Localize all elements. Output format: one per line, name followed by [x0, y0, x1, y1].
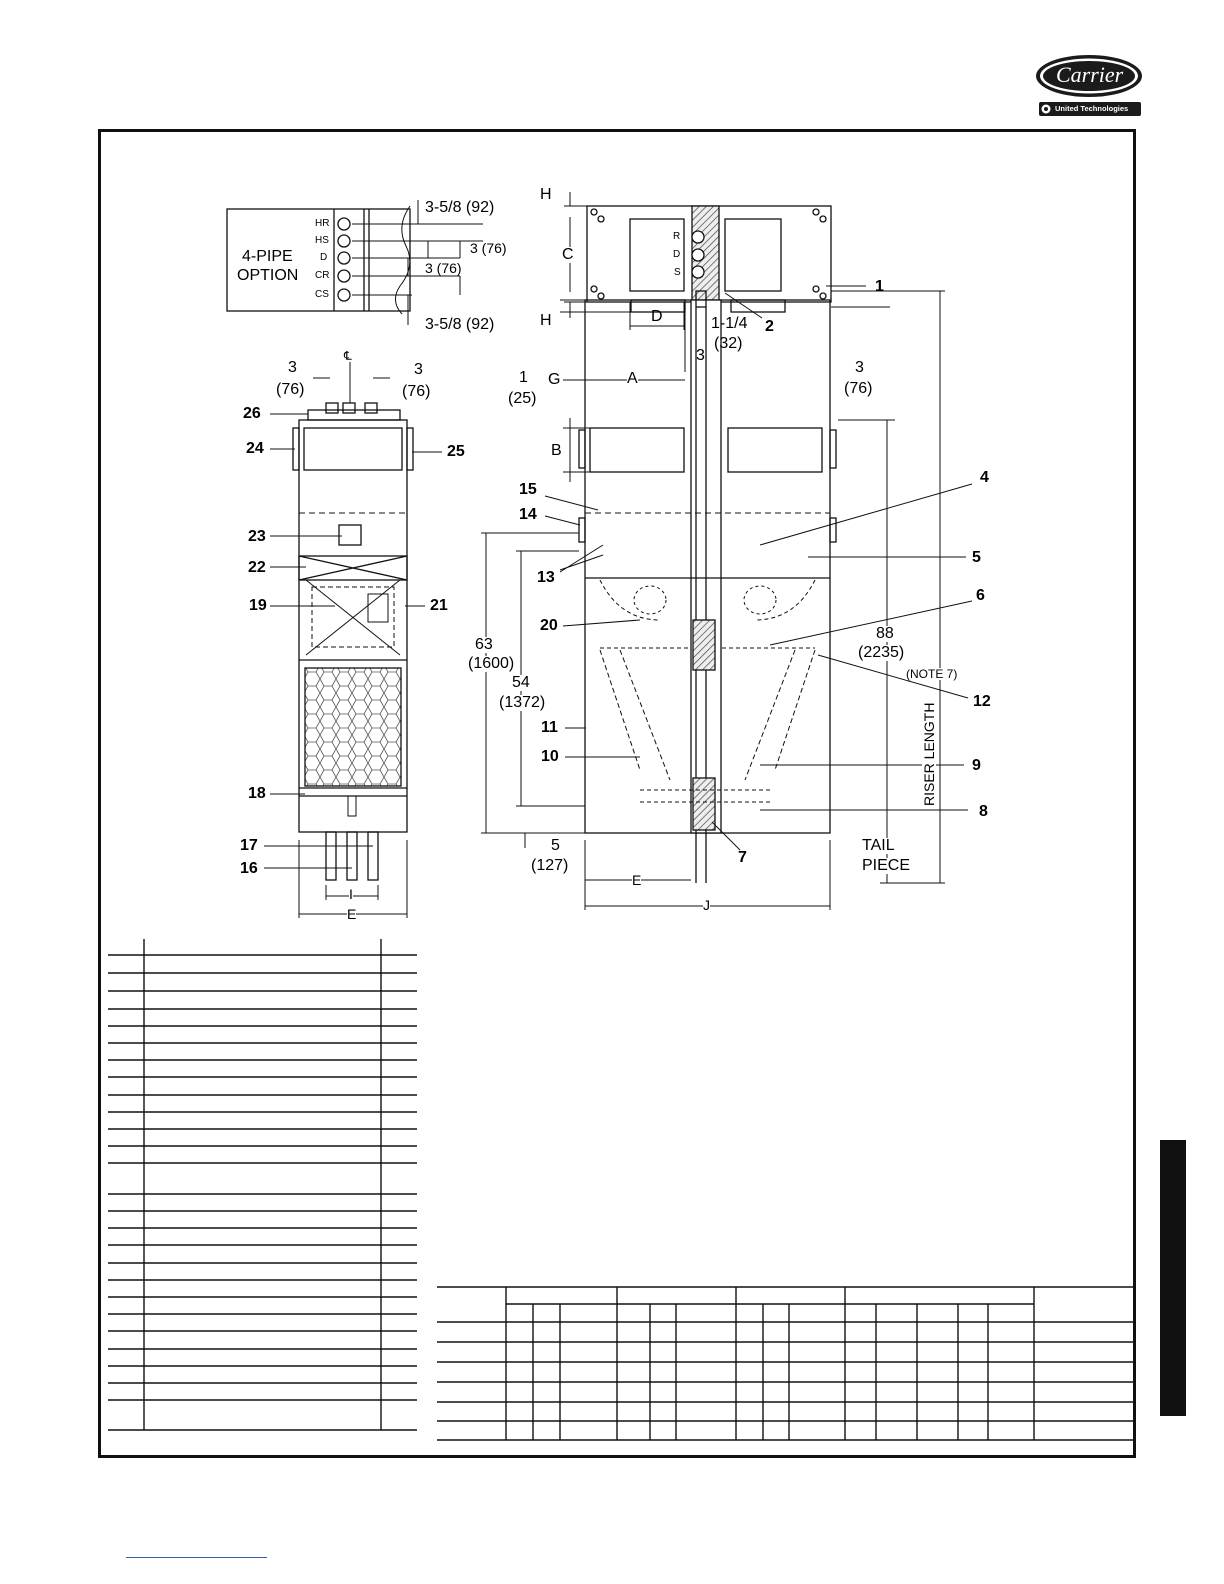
- riser-label-s: S: [674, 267, 681, 278]
- callout-11: 11: [541, 719, 558, 736]
- front-dim-1: 1: [519, 369, 528, 386]
- dim-pipe-bottom: 3-5/8 (92): [425, 316, 495, 333]
- front-j-label: J: [703, 897, 710, 913]
- centerline-symbol: ℄: [344, 349, 352, 363]
- front-dim-88-mm: (2235): [858, 644, 905, 661]
- callout-24: 24: [246, 440, 264, 457]
- side-dim-right: 3: [414, 361, 423, 378]
- pipe-option-title-1: 4-PIPE: [242, 248, 293, 265]
- pipe-option-title-2: OPTION: [237, 267, 299, 284]
- tail-piece-label-2: PIECE: [862, 857, 911, 874]
- pipe-conn-hs: HS: [315, 235, 329, 246]
- front-dim-a: A: [627, 370, 638, 387]
- tail-piece-label-1: TAIL: [862, 837, 895, 854]
- footer-link-underline[interactable]: [126, 1557, 267, 1558]
- riser-label-d: D: [673, 249, 681, 260]
- dim-pipe-top: 3-5/8 (92): [425, 199, 495, 216]
- logo-brand: Carrier: [1056, 62, 1124, 87]
- callout-13: 13: [537, 569, 555, 586]
- front-e-label: E: [632, 872, 642, 888]
- callout-26: 26: [243, 405, 261, 422]
- callout-15: 15: [519, 481, 537, 498]
- callout-19: 19: [249, 597, 267, 614]
- callout-9: 9: [972, 757, 981, 774]
- pipe-conn-hr: HR: [315, 218, 330, 229]
- callout-14: 14: [519, 506, 537, 523]
- callout-12: 12: [973, 693, 991, 710]
- front-dim-63-mm: (1600): [468, 655, 515, 672]
- dim-pipe-mid2: 3 (76): [425, 260, 462, 276]
- callout-7: 7: [738, 849, 747, 866]
- callout-1: 1: [875, 278, 884, 295]
- top-h-label-bottom: H: [540, 312, 552, 329]
- callout-2: 2: [765, 318, 774, 335]
- callout-16: 16: [240, 860, 258, 877]
- callout-10: 10: [541, 748, 559, 765]
- top-c-label: C: [562, 246, 574, 263]
- dim-riser-mm: (32): [714, 335, 743, 352]
- section-tab: [1160, 1140, 1186, 1416]
- front-dim-88: 88: [876, 625, 894, 642]
- side-e-label: E: [347, 906, 357, 922]
- callout-20: 20: [540, 617, 558, 634]
- side-dim-left: 3: [288, 359, 297, 376]
- callout-18: 18: [248, 785, 266, 802]
- pipe-conn-cr: CR: [315, 270, 330, 281]
- callout-5: 5: [972, 549, 981, 566]
- front-dim-3-right-mm: (76): [844, 380, 873, 397]
- front-dim-g: G: [548, 371, 561, 388]
- top-h-label: H: [540, 186, 552, 203]
- top-d-label: D: [651, 308, 663, 325]
- dim-pipe-mid1: 3 (76): [470, 240, 507, 256]
- callout-23: 23: [248, 528, 266, 545]
- side-dim-right-mm: (76): [402, 383, 431, 400]
- callout-17: 17: [240, 837, 258, 854]
- pipe-conn-d: D: [320, 252, 328, 263]
- front-dim-5: 5: [551, 837, 560, 854]
- callout-6: 6: [976, 587, 985, 604]
- front-dim-54-mm: (1372): [499, 694, 546, 711]
- dim-riser: 1-1/4: [711, 315, 748, 332]
- front-dim-3-top: 3: [696, 347, 705, 364]
- side-dim-left-mm: (76): [276, 381, 305, 398]
- carrier-logo: Carrier United Technologies: [1034, 54, 1144, 118]
- callout-8: 8: [979, 803, 988, 820]
- callout-22: 22: [248, 559, 266, 576]
- front-dim-54: 54: [512, 674, 530, 691]
- riser-label-r: R: [673, 231, 681, 242]
- logo-tagline: United Technologies: [1055, 104, 1129, 113]
- pipe-conn-cs: CS: [315, 289, 329, 300]
- front-dim-3-right: 3: [855, 359, 864, 376]
- front-dim-63: 63: [475, 636, 493, 653]
- callout-21: 21: [430, 597, 448, 614]
- side-i-label: I: [349, 886, 353, 902]
- front-dim-b: B: [551, 442, 562, 459]
- front-dim-1-mm: (25): [508, 390, 537, 407]
- callout-25: 25: [447, 443, 465, 460]
- page-frame: [98, 129, 1136, 1458]
- front-note-7: (NOTE 7): [906, 667, 958, 681]
- callout-4: 4: [980, 469, 989, 486]
- front-dim-5-mm: (127): [531, 857, 569, 874]
